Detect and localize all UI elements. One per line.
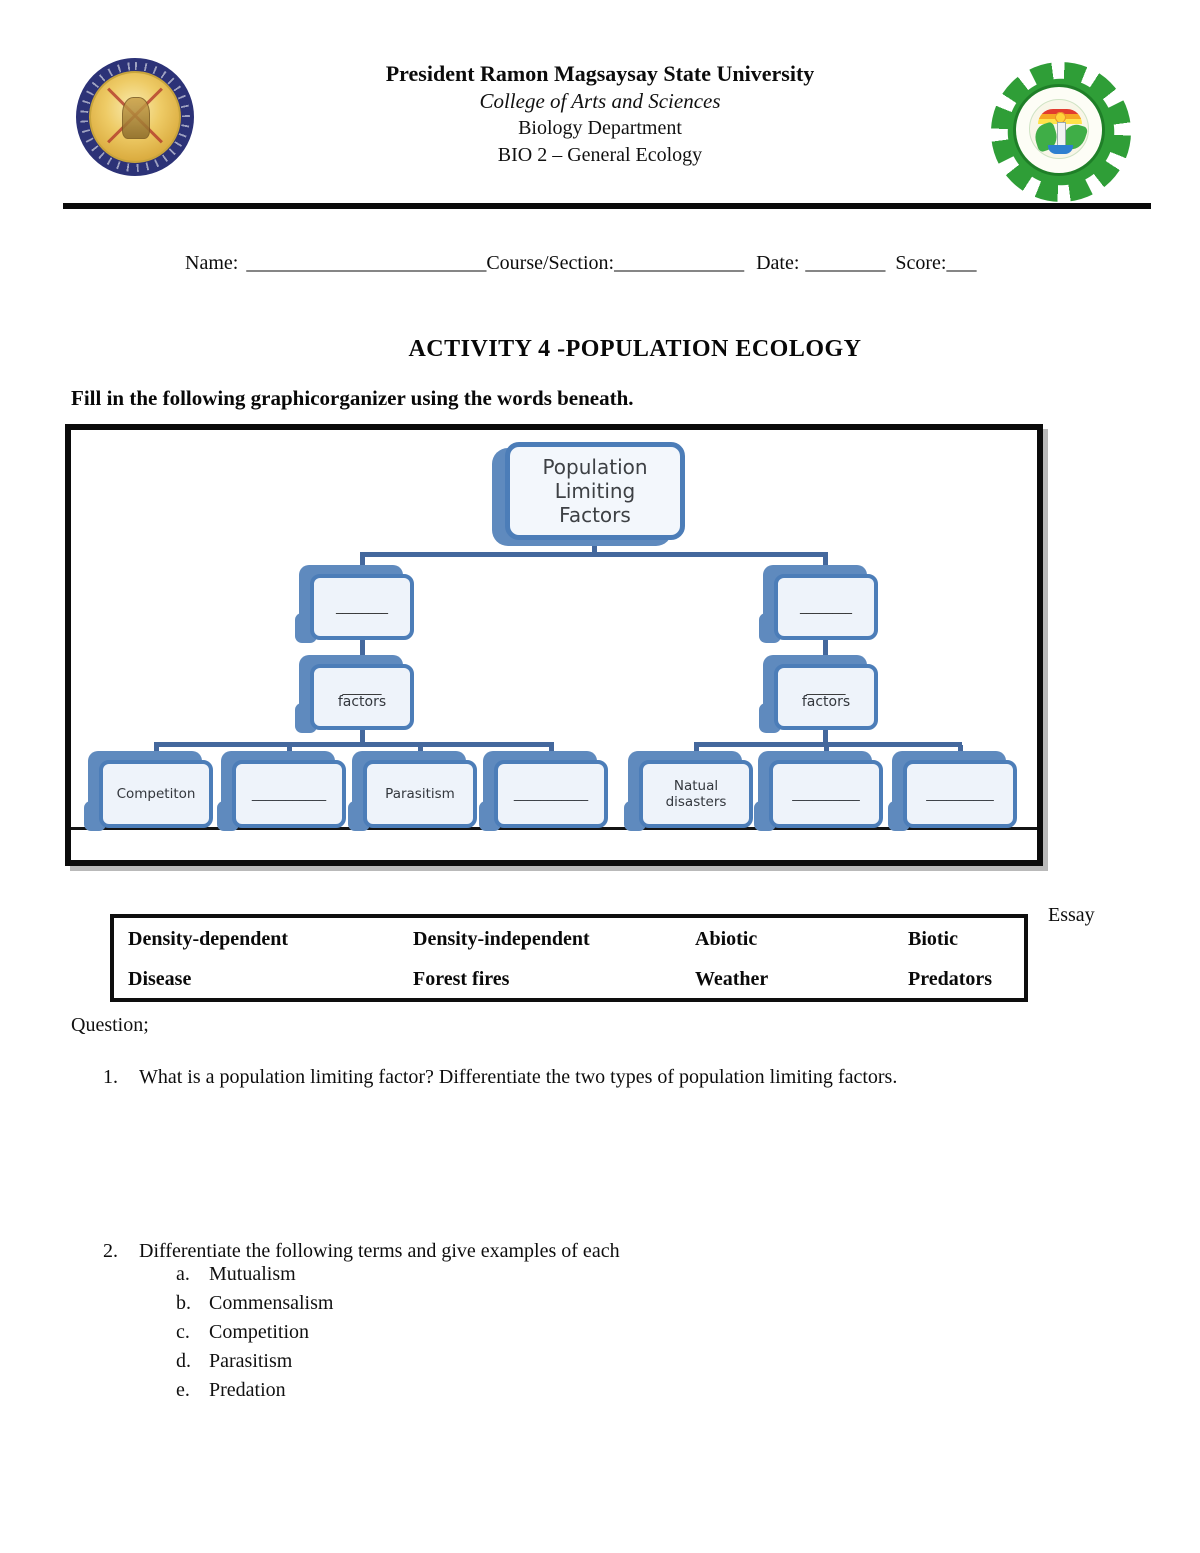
word-bank-item: Density-independent (413, 927, 590, 950)
fill-in-blank: ________ (800, 599, 852, 615)
college-seal-logo (988, 60, 1134, 202)
list-item-text: Predation (209, 1379, 286, 1401)
question-2-sublist: a. Mutualism b. Commensalism c. Competit… (176, 1260, 333, 1405)
leaf-node-blank: __________ (754, 751, 883, 831)
factors-node-right: ______ factors (759, 655, 878, 733)
header-divider (63, 203, 1151, 209)
root-node-population-limiting-factors: Population Limiting Factors (492, 442, 685, 546)
university-name: President Ramon Magsaysay State Universi… (385, 61, 815, 86)
factors-label: factors (801, 694, 851, 710)
list-item-letter: b. (176, 1292, 191, 1314)
question-number: 1. (103, 1066, 118, 1088)
list-item-letter: d. (176, 1350, 191, 1372)
factors-node-left: ______ factors (295, 655, 414, 733)
list-item-letter: e. (176, 1379, 190, 1401)
branch-node-right-blank: ________ (759, 565, 878, 643)
leaf-node-competition: Competiton (84, 751, 213, 831)
date-blank: ________ (805, 252, 886, 274)
leaf-label: Parasitism (385, 786, 455, 802)
connector (694, 742, 962, 747)
word-bank-item: Weather (695, 967, 769, 990)
department-name: Biology Department (518, 117, 682, 139)
list-item-letter: c. (176, 1321, 190, 1343)
branch-node-left-blank: ________ (295, 565, 414, 643)
word-bank-item: Density-dependent (128, 927, 289, 950)
fill-in-blank: ______ (342, 681, 382, 696)
leaf-node-parasitism: Parasitism (348, 751, 477, 831)
list-item-text: Commensalism (209, 1292, 334, 1314)
word-bank-item: Disease (128, 967, 192, 990)
seal-inner-ring (1013, 84, 1105, 176)
list-item: b. Commensalism (176, 1289, 333, 1318)
root-node-label: Population Limiting Factors (542, 455, 648, 527)
connector (360, 552, 828, 557)
list-item-letter: a. (176, 1263, 190, 1285)
list-item-text: Parasitism (209, 1350, 293, 1372)
factors-label: factors (337, 694, 387, 710)
leaf-label: Natual disasters (665, 778, 727, 810)
questions-heading: Question; (71, 1014, 149, 1036)
connector (592, 540, 597, 554)
leaf-node-blank: __________ (888, 751, 1017, 831)
leaf-node-blank: ___________ (217, 751, 346, 831)
word-bank-item: Abiotic (695, 927, 758, 950)
leaf-node-blank: ___________ (479, 751, 608, 831)
student-info-line: Name:________________________Course/Sect… (185, 252, 976, 275)
frame-inner-baseline (71, 827, 1037, 830)
score-label: Score: (895, 252, 947, 274)
question-number: 2. (103, 1240, 118, 1262)
leaf-label: Competiton (116, 786, 196, 802)
name-label: Name: (185, 252, 239, 274)
list-item: d. Parasitism (176, 1347, 333, 1376)
graphic-organizer-frame: Population Limiting Factors ________ ___… (65, 424, 1043, 866)
connector (823, 728, 828, 744)
question-2: 2. Differentiate the following terms and… (103, 1240, 1143, 1263)
instruction-text: Fill in the following graphicorganizer u… (71, 386, 634, 410)
fill-in-blank: ___________ (251, 786, 327, 802)
question-text: Differentiate the following terms and gi… (139, 1240, 620, 1262)
fill-in-blank: ___________ (513, 786, 589, 802)
question-text: What is a population limiting factor? Di… (139, 1066, 898, 1088)
connector (360, 638, 365, 666)
university-seal-logo (76, 58, 194, 176)
activity-title: ACTIVITY 4 -POPULATION ECOLOGY (408, 336, 862, 362)
connector (154, 742, 554, 747)
connector (823, 638, 828, 666)
word-bank-item: Biotic (908, 927, 958, 950)
date-label: Date: (756, 252, 800, 274)
connector (360, 728, 365, 744)
list-item: e. Predation (176, 1376, 333, 1405)
fill-in-blank: ________ (336, 599, 388, 615)
name-blank: ________________________ (246, 252, 487, 274)
word-bank-item: Predators (908, 967, 993, 990)
word-bank-table: Density-dependent Density-independent Ab… (110, 914, 1028, 1002)
leaf-node-natural-disasters: Natual disasters (624, 751, 753, 831)
list-item-text: Mutualism (209, 1263, 296, 1285)
seal-core (1029, 99, 1089, 159)
score-blank: ___ (946, 252, 977, 274)
list-item: c. Competition (176, 1318, 333, 1347)
question-1: 1. What is a population limiting factor?… (103, 1066, 1143, 1089)
essay-label: Essay (1048, 904, 1095, 926)
course-section-label: Course/Section: (486, 252, 615, 274)
list-item-text: Competition (209, 1321, 309, 1343)
course-section-blank: _____________ (614, 252, 745, 274)
fill-in-blank: ______ (806, 681, 846, 696)
seal-center-emblem (122, 97, 150, 139)
fill-in-blank: __________ (926, 786, 994, 802)
fill-in-blank: __________ (792, 786, 860, 802)
torch-base-icon (1048, 145, 1073, 154)
course-code: BIO 2 – General Ecology (497, 144, 703, 166)
letterhead: President Ramon Magsaysay State Universi… (300, 60, 900, 169)
word-bank-item: Forest fires (413, 967, 510, 990)
college-name: College of Arts and Sciences (479, 89, 721, 113)
list-item: a. Mutualism (176, 1260, 333, 1289)
